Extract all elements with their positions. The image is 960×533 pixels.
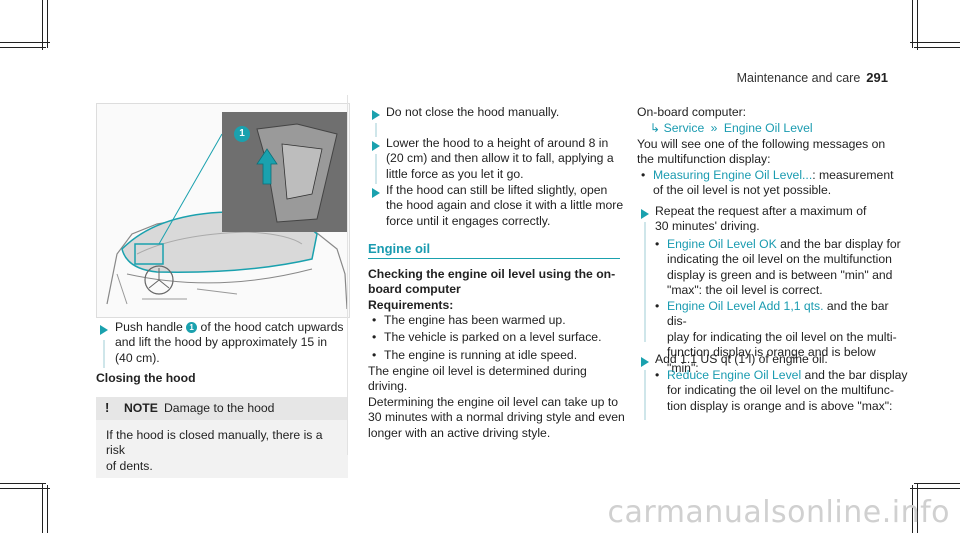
checking-heading: Checking the engine oil level using the … (368, 267, 628, 313)
menu-return-icon: ↳ (650, 121, 661, 135)
crop-mark (917, 0, 918, 50)
crop-mark (912, 485, 913, 533)
callout-1-badge: 1 (234, 126, 250, 142)
requirements-list: •The engine has been warmed up. •The veh… (372, 313, 627, 363)
crop-mark (917, 483, 918, 533)
section-rule (368, 258, 620, 259)
hood-release-figure: 1 (96, 103, 350, 318)
step-arrow-icon (372, 110, 380, 120)
note-title: NOTE (124, 401, 158, 415)
car-hood-illustration (106, 112, 348, 310)
crop-mark (910, 42, 960, 43)
menu-engine-oil-level: Engine Oil Level (723, 121, 813, 135)
crop-mark (0, 488, 50, 489)
crop-mark (42, 483, 43, 533)
step-lift-again: If the hood can still be lifted slightly… (386, 183, 624, 228)
step-arrow-icon (100, 325, 108, 335)
list-item: •The engine has been warmed up. (372, 313, 566, 327)
engine-oil-heading: Engine oil (368, 241, 431, 256)
step-arrow-icon (372, 141, 380, 151)
crop-mark (910, 488, 960, 489)
step-bar (375, 123, 377, 137)
note-subject: Damage to the hood (164, 401, 275, 415)
menu-sep-icon: » (710, 121, 718, 135)
message-measuring: •Measuring Engine Oil Level...: measurem… (641, 168, 894, 198)
closing-hood-heading: Closing the hood (96, 371, 196, 385)
message-add: •Engine Oil Level Add 1,1 qts. and the b… (655, 299, 897, 375)
note-box: ! NOTE Damage to the hood If the hood is… (96, 397, 348, 478)
intro-text: You will see one of the following messag… (637, 137, 886, 167)
crop-mark (0, 483, 46, 484)
watermark: carmanualsonline.info (607, 495, 950, 530)
crop-mark (47, 0, 48, 48)
menu-service: Service (663, 121, 705, 135)
crop-mark (42, 0, 43, 50)
obc-label: On-board computer: (637, 105, 747, 119)
crop-mark (914, 483, 960, 484)
crop-mark (47, 485, 48, 533)
step-bar (103, 340, 105, 368)
step-arrow-icon (641, 357, 649, 367)
column-divider (347, 95, 348, 455)
note-header: ! NOTE Damage to the hood (96, 397, 348, 420)
step-arrow-icon (641, 209, 649, 219)
warning-icon: ! (105, 400, 110, 415)
step-lower-hood: Lower the hood to a height of around 8 i… (386, 136, 614, 181)
callout-1-ref: 1 (186, 322, 198, 334)
step-bar (644, 370, 646, 420)
menu-path: ↳ Service » Engine Oil Level (650, 121, 813, 136)
step-repeat-request: Repeat the request after a maximum of 30… (655, 204, 867, 234)
running-header: Maintenance and care 291 (737, 70, 888, 85)
step-add-oil: Add 1.1 US qt (1 l) of engine oil. (655, 352, 828, 366)
message-reduce: •Reduce Engine Oil Level and the bar dis… (655, 368, 908, 413)
message-ok: •Engine Oil Level OK and the bar display… (655, 237, 901, 298)
note-body: If the hood is closed manually, there is… (96, 420, 348, 478)
crop-mark (0, 42, 50, 43)
step-push-handle: Push handle 1 of the hood catch upwards … (115, 320, 344, 365)
step-arrow-icon (372, 188, 380, 198)
step-do-not-close: Do not close the hood manually. (386, 105, 560, 119)
page-number: 291 (866, 70, 888, 85)
crop-mark (0, 47, 46, 48)
step-bar (644, 222, 646, 342)
list-item: •The vehicle is parked on a level surfac… (372, 330, 602, 345)
section-title: Maintenance and care (736, 71, 861, 85)
engine-oil-body: The engine oil level is determined durin… (368, 364, 625, 440)
crop-mark (914, 47, 960, 48)
requirements-label: Requirements: (368, 297, 454, 312)
list-item: •The engine is running at idle speed. (372, 347, 578, 362)
crop-mark (912, 0, 913, 48)
step-bar (375, 154, 377, 184)
